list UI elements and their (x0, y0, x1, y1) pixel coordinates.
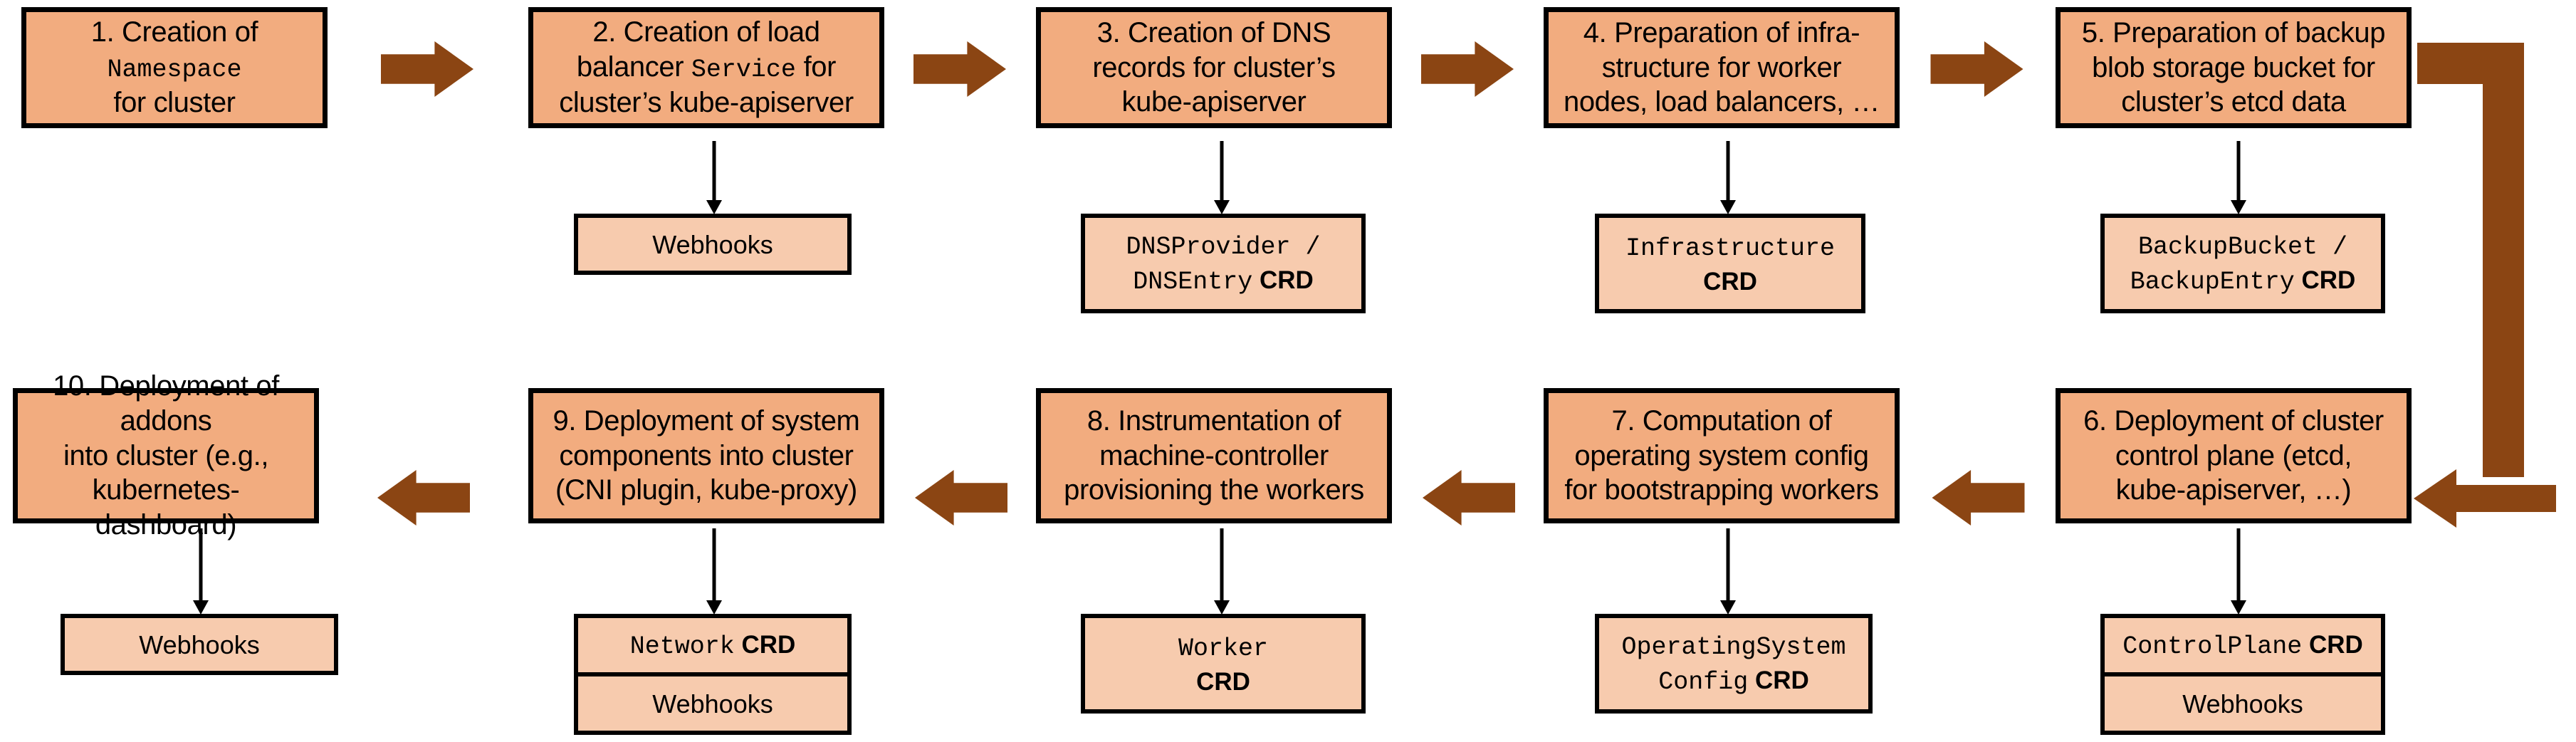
artifact-network-label: Network CRD (629, 630, 796, 661)
step-box-2[interactable]: 2. Creation of load balancer Service for… (528, 7, 884, 128)
artifact-infrastructure-crd-step-4[interactable]: Infrastructure CRD (1595, 214, 1865, 313)
artifact-dnsprovider-label: DNSProvider / DNSEntry CRD (1126, 233, 1321, 296)
step-10-label: 10. Deployment of addons into cluster (e… (53, 370, 279, 541)
artifact-stack-step-6[interactable]: ControlPlane CRD Webhooks (2100, 614, 2385, 735)
flow-arrow-into-step-6 (2414, 469, 2556, 528)
step-box-4[interactable]: 4. Preparation of infra- structure for w… (1544, 7, 1900, 128)
step-1-label: 1. Creation of Namespace for cluster (90, 16, 258, 118)
artifact-webhooks-cell-step-6[interactable]: Webhooks (2105, 672, 2381, 731)
step-7-label: 7. Computation of operating system confi… (1564, 404, 1879, 506)
step-box-5[interactable]: 5. Preparation of backup blob storage bu… (2056, 7, 2412, 128)
artifact-network-crd-cell[interactable]: Network CRD (578, 618, 847, 672)
artifact-webhooks-step-10[interactable]: Webhooks (61, 614, 338, 675)
step-box-10[interactable]: 10. Deployment of addons into cluster (e… (13, 370, 319, 540)
step-box-7[interactable]: 7. Computation of operating system confi… (1544, 388, 1900, 523)
step-5-label: 5. Preparation of backup blob storage bu… (2081, 16, 2386, 118)
step-box-3[interactable]: 3. Creation of DNS records for cluster’s… (1036, 7, 1392, 128)
flow-arrow-6-to-7 (1932, 470, 2025, 526)
flow-arrow-8-to-9 (915, 470, 1007, 526)
flow-arrow-9-to-10 (377, 470, 470, 526)
artifact-controlplane-crd-cell[interactable]: ControlPlane CRD (2105, 618, 2381, 672)
artifact-worker-crd-step-8[interactable]: Worker CRD (1081, 614, 1366, 714)
artifact-osc-label: OperatingSystem Config CRD (1621, 633, 1846, 696)
step-4-label: 4. Preparation of infra- structure for w… (1563, 16, 1880, 118)
step-3-label: 3. Creation of DNS records for cluster’s… (1092, 16, 1336, 118)
artifact-stack-step-9[interactable]: Network CRD Webhooks (574, 614, 852, 735)
flow-arrow-4-to-5 (1930, 41, 2023, 97)
artifact-dnsprovider-crd-step-3[interactable]: DNSProvider / DNSEntry CRD (1081, 214, 1366, 313)
artifact-webhooks-cell-step-9[interactable]: Webhooks (578, 672, 847, 731)
flow-arrow-3-to-4 (1421, 41, 1514, 97)
flow-arrow-7-to-8 (1423, 470, 1515, 526)
step-box-8[interactable]: 8. Instrumentation of machine-controller… (1036, 388, 1392, 523)
artifact-osc-crd-step-7[interactable]: OperatingSystem Config CRD (1595, 614, 1873, 714)
artifact-backupbucket-label: BackupBucket / BackupEntry CRD (2130, 233, 2356, 296)
flow-arrow-5-to-6-elbow (2417, 43, 2524, 477)
artifact-infrastructure-label: Infrastructure CRD (1625, 234, 1836, 296)
flow-arrow-2-to-3 (913, 41, 1006, 97)
artifact-webhooks-9-label: Webhooks (652, 689, 773, 719)
step-9-label: 9. Deployment of system components into … (553, 404, 860, 506)
artifact-webhooks-10-label: Webhooks (139, 629, 260, 659)
step-box-9[interactable]: 9. Deployment of system components into … (528, 388, 884, 523)
step-box-6[interactable]: 6. Deployment of cluster control plane (… (2056, 388, 2412, 523)
step-2-label: 2. Creation of load balancer Service for… (559, 16, 854, 118)
step-6-label: 6. Deployment of cluster control plane (… (2083, 404, 2384, 506)
step-box-1[interactable]: 1. Creation of Namespace for cluster (21, 7, 328, 128)
artifact-controlplane-label: ControlPlane CRD (2122, 630, 2363, 661)
artifact-backupbucket-crd-step-5[interactable]: BackupBucket / BackupEntry CRD (2100, 214, 2385, 313)
artifact-worker-label: Worker CRD (1178, 634, 1269, 696)
artifact-webhooks-step-2[interactable]: Webhooks (574, 214, 852, 275)
flow-arrow-1-to-2 (381, 41, 473, 97)
artifact-webhooks-6-label: Webhooks (2182, 689, 2303, 719)
step-8-label: 8. Instrumentation of machine-controller… (1064, 404, 1364, 506)
artifact-webhooks-label: Webhooks (652, 229, 773, 259)
